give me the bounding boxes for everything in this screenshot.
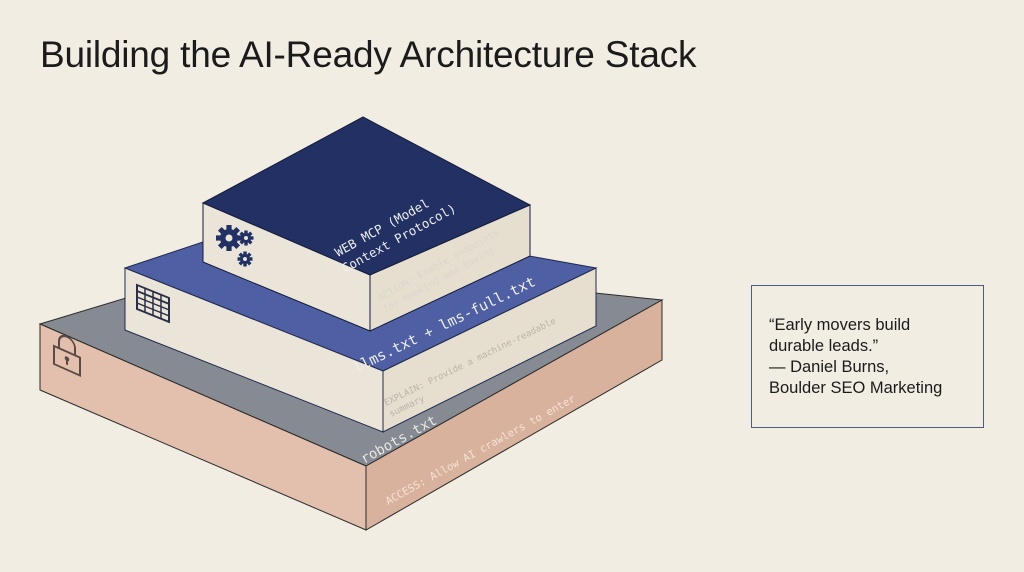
lock-icon [53, 334, 81, 378]
table-icon [136, 283, 170, 324]
quote-attribution-name: — Daniel Burns, [769, 358, 890, 376]
layer-web-mcp: WEB MCP (Model Context Protocol) ACTION:… [201, 116, 532, 332]
page-title: Building the AI-Ready Architecture Stack [40, 34, 697, 75]
quote-box: “Early movers build durable leads.” — Da… [751, 285, 984, 428]
quote-attribution-org: Boulder SEO Marketing [769, 379, 943, 397]
quote-line-2: durable leads.” [769, 337, 879, 355]
layer-web-mcp-side-face [369, 204, 531, 332]
gears-icon [216, 225, 254, 267]
layer-llms-side-face [382, 267, 597, 433]
layer-robots-side-face [365, 299, 663, 531]
quote-line-1: “Early movers build [769, 316, 911, 334]
